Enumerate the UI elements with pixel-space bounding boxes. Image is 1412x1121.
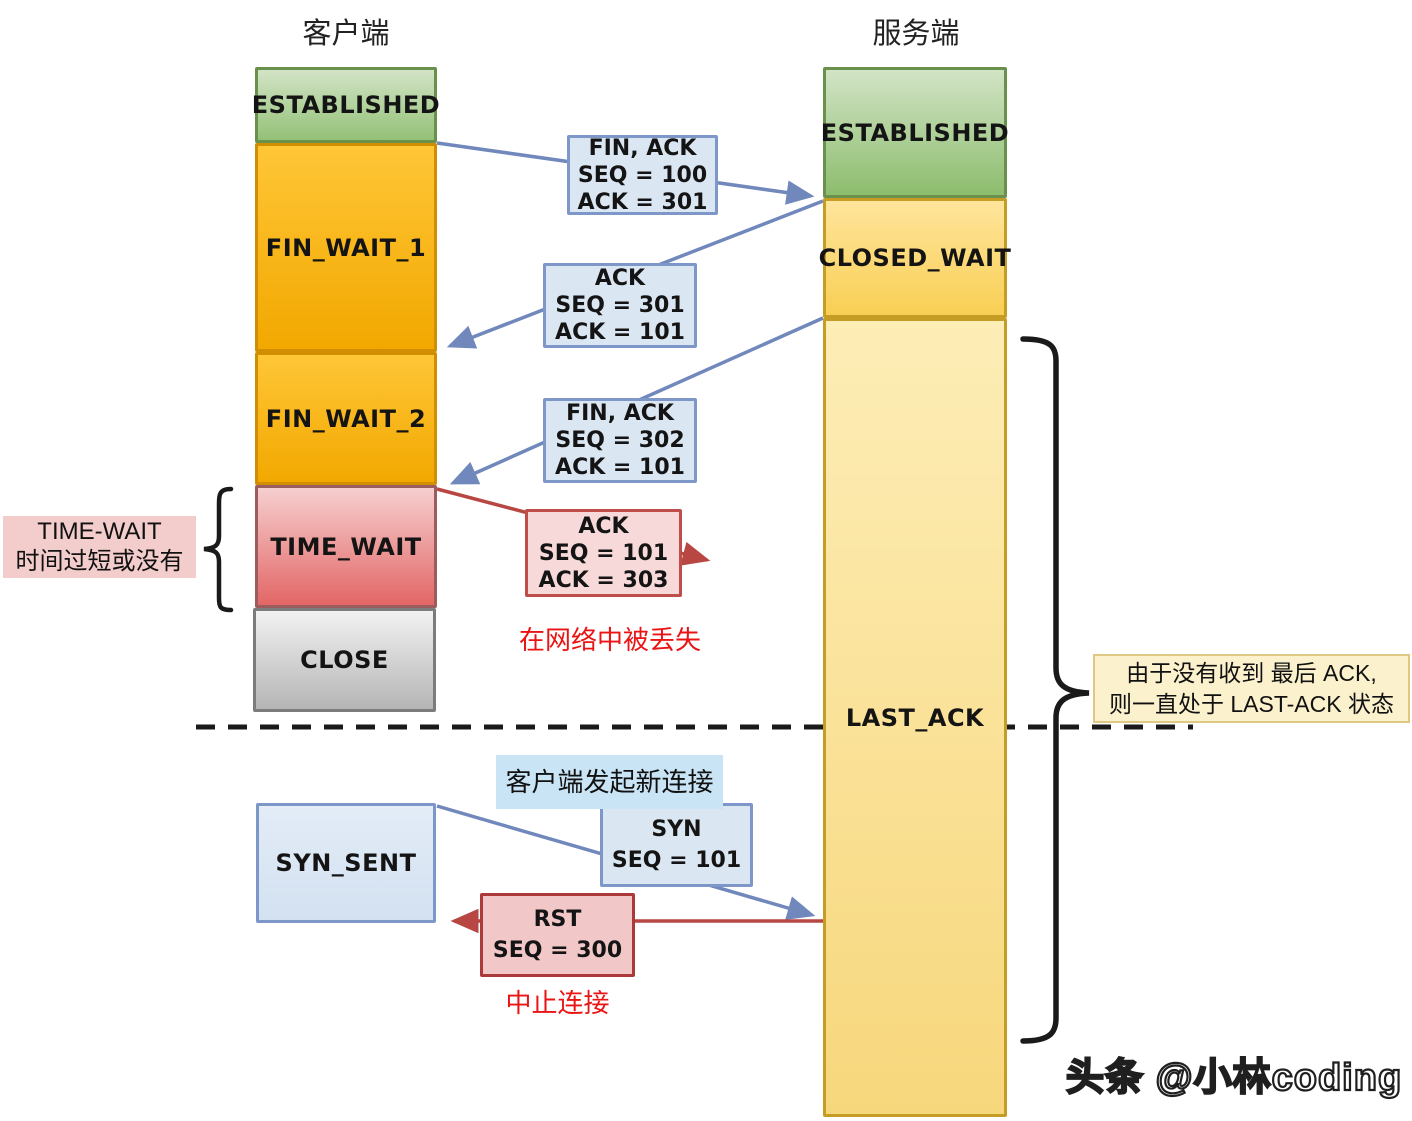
client-state-close: CLOSE	[253, 608, 436, 712]
client-state-established: ESTABLISHED	[252, 67, 440, 143]
message-line: ACK	[594, 266, 646, 291]
watermark: 头条 @小林coding	[1065, 1056, 1403, 1100]
message-line: SYN	[651, 817, 702, 842]
client-column-header: 客户端	[302, 18, 390, 50]
message-line: FIN, ACK	[566, 401, 674, 426]
time-wait-note-line2: 时间过短或没有	[15, 548, 184, 575]
message-line: SEQ = 100	[577, 162, 708, 188]
last-ack-brace	[1020, 336, 1090, 1044]
message-fin-ack-2: FIN, ACK SEQ = 302 ACK = 101	[543, 398, 697, 483]
message-line: SEQ = 101	[611, 848, 742, 873]
client-state-fin-wait-2: FIN_WAIT_2	[255, 352, 437, 485]
message-line: RST	[533, 907, 582, 932]
last-ack-note: 由于没有收到 最后 ACK, 则一直处于 LAST-ACK 状态	[1093, 654, 1410, 723]
new-connection-note: 客户端发起新连接	[496, 755, 723, 809]
ack-lost-note: 在网络中被丢失	[518, 625, 701, 655]
message-line: SEQ = 301	[555, 293, 685, 318]
server-state-last-ack: LAST_ACK	[823, 318, 1007, 1117]
abort-connection-note: 中止连接	[505, 988, 610, 1018]
time-wait-note: TIME-WAIT 时间过短或没有	[3, 516, 196, 578]
client-state-time-wait: TIME_WAIT	[255, 485, 437, 608]
message-line: ACK = 301	[577, 189, 708, 215]
message-line: ACK = 303	[538, 567, 669, 593]
time-wait-note-line1: TIME-WAIT	[37, 518, 162, 545]
server-column-header: 服务端	[872, 18, 960, 50]
message-line: FIN, ACK	[588, 135, 697, 161]
message-ack-lost: ACK SEQ = 101 ACK = 303	[525, 509, 682, 597]
last-ack-note-line2: 则一直处于 LAST-ACK 状态	[1109, 691, 1394, 717]
server-state-established: ESTABLISHED	[821, 67, 1009, 198]
client-state-syn-sent: SYN_SENT	[256, 803, 436, 923]
message-line: SEQ = 101	[538, 540, 669, 566]
time-wait-brace	[203, 486, 234, 613]
message-syn: SYN SEQ = 101	[600, 803, 753, 887]
message-fin-ack-1: FIN, ACK SEQ = 100 ACK = 301	[567, 135, 718, 215]
message-line: SEQ = 300	[492, 938, 623, 963]
message-line: ACK = 101	[555, 320, 685, 345]
message-line: ACK	[578, 513, 629, 539]
client-state-fin-wait-1: FIN_WAIT_1	[255, 143, 437, 352]
last-ack-note-line1: 由于没有收到 最后 ACK,	[1126, 660, 1377, 686]
message-line: ACK = 101	[555, 455, 685, 480]
server-state-closed-wait: CLOSED_WAIT	[819, 198, 1011, 318]
message-ack-1: ACK SEQ = 301 ACK = 101	[543, 263, 697, 348]
message-rst: RST SEQ = 300	[480, 893, 635, 977]
message-line: SEQ = 302	[555, 428, 685, 453]
